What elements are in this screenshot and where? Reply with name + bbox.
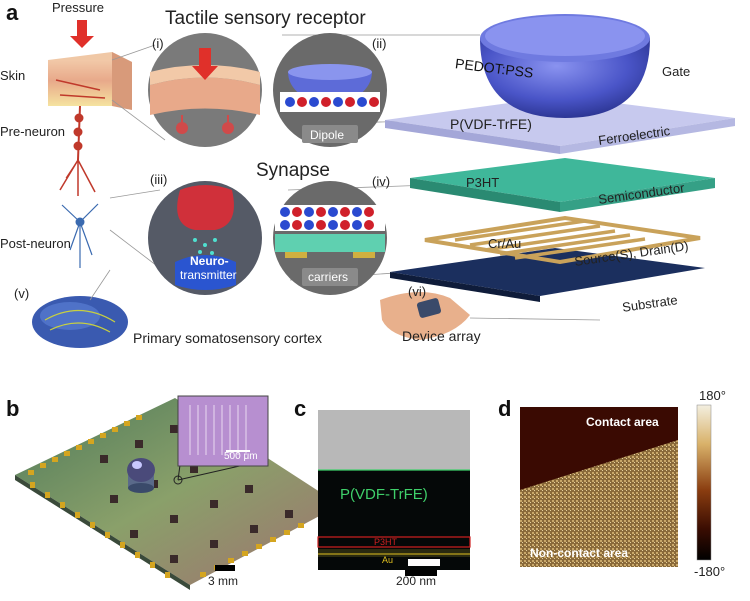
cortex-label: Primary somatosensory cortex (133, 330, 323, 346)
layer-electrodes (424, 215, 701, 265)
tactile-title: Tactile sensory receptor (165, 8, 366, 29)
skin-label: Skin (0, 68, 26, 83)
transmitter-label: transmitter (180, 268, 237, 282)
carriers-label: carriers (308, 270, 349, 284)
circle-i-skin-zoom (148, 33, 262, 147)
scale-label-c: 200 nm (396, 574, 437, 588)
p3ht-layer-label: P3HT (374, 537, 398, 547)
non-contact-area-label: Non-contact area (530, 546, 629, 560)
inset-scale-label: 500 μm (224, 451, 258, 462)
label-i: (i) (152, 36, 164, 51)
colorbar-min-label: -180° (694, 564, 726, 579)
chip-inset (177, 395, 269, 467)
layer-substrate (390, 248, 705, 302)
gate-droplet (127, 458, 155, 493)
scale-bar-c (405, 570, 437, 576)
chip-photo (15, 398, 340, 590)
circle-ii-dipole (273, 33, 387, 147)
semi-material-label: P3HT (466, 175, 500, 190)
scale-label-b: 3 mm (208, 574, 238, 588)
label-iii: (iii) (150, 172, 168, 187)
panel-letter-a: a (6, 0, 19, 25)
label-ii: (ii) (372, 36, 387, 51)
pre-neuron (59, 105, 96, 196)
au-layer-label: Au (382, 555, 394, 565)
layer-ferroelectric (385, 96, 735, 154)
colorbar-max-label: 180° (699, 388, 726, 403)
phase-map (520, 407, 678, 567)
post-neuron (61, 203, 99, 268)
cross-section (317, 410, 471, 570)
dipole-label: Dipole (310, 128, 345, 142)
hand-illustration (380, 291, 601, 340)
panel-letter-d: d (498, 396, 512, 421)
pvdf-layer-label: P(VDF-TrFE) (340, 486, 428, 503)
circle-iv-carriers (273, 181, 387, 295)
chip-devices (100, 425, 293, 563)
dipole-row-2 (280, 207, 374, 230)
gate-label: Gate (662, 64, 691, 79)
scale-bar-b (215, 565, 235, 571)
pressure-arrow (70, 20, 94, 48)
panel-letter-b: b (6, 396, 20, 421)
electrode-material-label: Cr/Au (488, 236, 522, 251)
chip-pads (28, 415, 304, 578)
synapse-title: Synapse (256, 160, 330, 181)
circle-iii-synapse (148, 181, 262, 295)
label-v: (v) (14, 286, 30, 301)
skin-block (48, 52, 132, 110)
dipole-row (285, 97, 379, 107)
cortex-brain (32, 269, 128, 348)
device-array-label: Device array (402, 328, 481, 344)
label-iv: (iv) (372, 174, 391, 189)
panel-letter-c: c (294, 396, 307, 421)
label-vi: (vi) (408, 284, 427, 299)
pressure-label: Pressure (52, 0, 105, 15)
colorbar (696, 404, 712, 561)
contact-area-label: Contact area (586, 415, 659, 429)
post-neuron-label: Post-neuron (0, 236, 71, 251)
ferro-material-label: P(VDF-TrFE) (450, 116, 532, 132)
neuro-label: Neuro- (190, 254, 229, 268)
layer-semiconductor (410, 158, 715, 212)
gate-dome (480, 14, 650, 118)
pre-neuron-label: Pre-neuron (0, 124, 66, 139)
